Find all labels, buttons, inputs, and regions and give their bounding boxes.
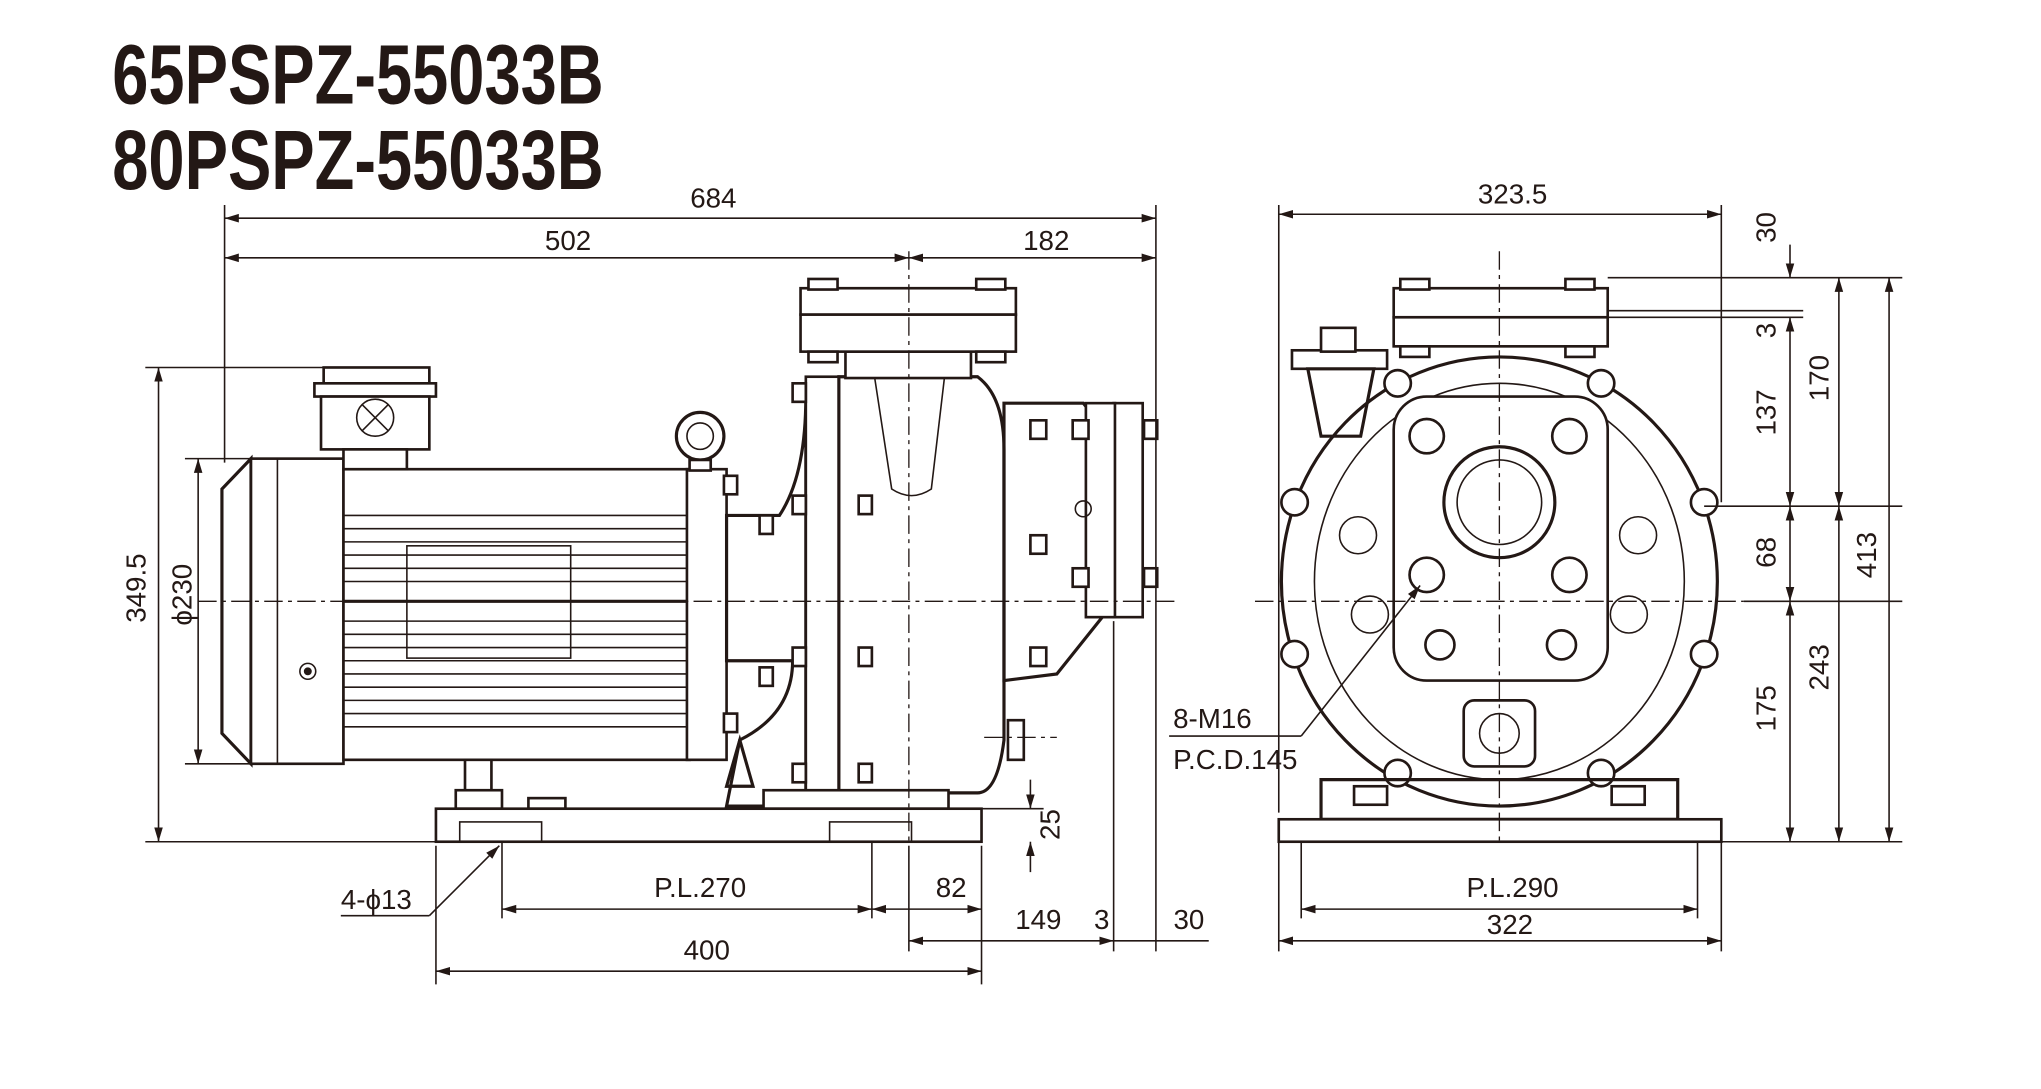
- dim-suction-to-end: 182: [1023, 225, 1069, 256]
- dim-base-width: 322: [1487, 909, 1533, 940]
- label-pcd: P.C.D.145: [1173, 744, 1297, 775]
- dim-discharge-to-shaft: 68: [1750, 537, 1781, 568]
- dim-shaft-height: 175: [1750, 685, 1781, 731]
- dim-front-overall-width: 323.5: [1478, 179, 1547, 210]
- dim-motor-diameter: ϕ230: [167, 564, 198, 626]
- model-title-2: 80PSPZ-55033B: [112, 112, 603, 207]
- label-bolt-holes: 4-ϕ13: [341, 884, 412, 915]
- bolts: [722, 382, 1159, 784]
- front-view-dimensions: 323.5 30 3 137 170 68 413 243 175 8-M16 …: [1169, 179, 1903, 952]
- dim-front-pitch-length: P.L.290: [1467, 872, 1559, 903]
- dim-base-thickness: 25: [1034, 809, 1065, 840]
- dim-top-flange: 30: [1750, 212, 1781, 243]
- dim-top-to-discharge: 170: [1803, 355, 1834, 401]
- dim-base-length: 400: [684, 934, 730, 965]
- side-view-dimensions: 684 502 182 349.5 ϕ230 25 4-ϕ13 P.L.270 …: [120, 183, 1209, 985]
- dim-gasket: 3: [1750, 323, 1781, 338]
- dim-flange-gap: 3: [1094, 904, 1109, 935]
- dim-flange-width: 30: [1174, 904, 1205, 935]
- model-title-1: 65PSPZ-55033B: [112, 26, 603, 121]
- label-flange-bolts: 8-M16: [1173, 703, 1252, 734]
- dim-upper-to-center: 137: [1750, 389, 1781, 435]
- dim-overall-length: 684: [690, 183, 736, 214]
- dim-base-offset: 82: [936, 872, 967, 903]
- motor-fins: [343, 514, 690, 728]
- dim-front-overall-height: 413: [1851, 532, 1882, 578]
- dim-pitch-length: P.L.270: [654, 872, 746, 903]
- front-view-drawing: [1254, 251, 1744, 846]
- dim-motor-to-suction: 502: [545, 225, 591, 256]
- side-view-drawing: [198, 251, 1176, 846]
- dim-flange-distance: 149: [1015, 904, 1061, 935]
- dim-shaft-height-total: 243: [1803, 644, 1834, 690]
- dim-overall-height: 349.5: [120, 553, 151, 622]
